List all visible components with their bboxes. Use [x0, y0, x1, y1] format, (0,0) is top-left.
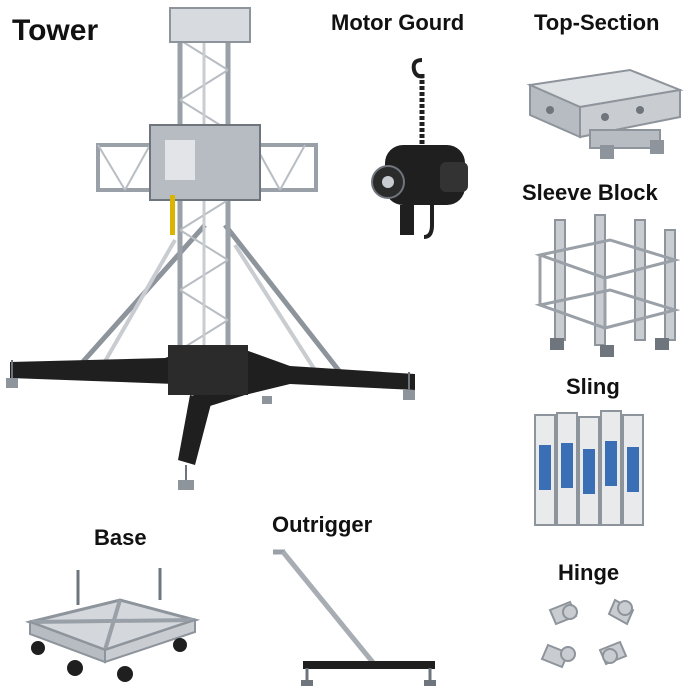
- label-sleeve-block: Sleeve Block: [522, 180, 658, 205]
- motor-gourd-image: [371, 58, 468, 239]
- label-base: Base: [94, 525, 147, 550]
- label-hinge: Hinge: [558, 560, 620, 585]
- label-top-section: Top-Section: [534, 10, 660, 35]
- outrigger-image: [273, 549, 436, 686]
- sleeve-block-image: [534, 214, 681, 357]
- top-section-image: [526, 68, 684, 159]
- hinge-image: [540, 598, 635, 669]
- tower-image: [6, 7, 415, 490]
- label-motor-gourd: Motor Gourd: [331, 10, 465, 35]
- base-image: [24, 568, 201, 682]
- label-sling: Sling: [566, 374, 620, 399]
- sling-image: [534, 410, 644, 526]
- label-tower: Tower: [12, 14, 99, 47]
- label-outrigger: Outrigger: [272, 512, 373, 537]
